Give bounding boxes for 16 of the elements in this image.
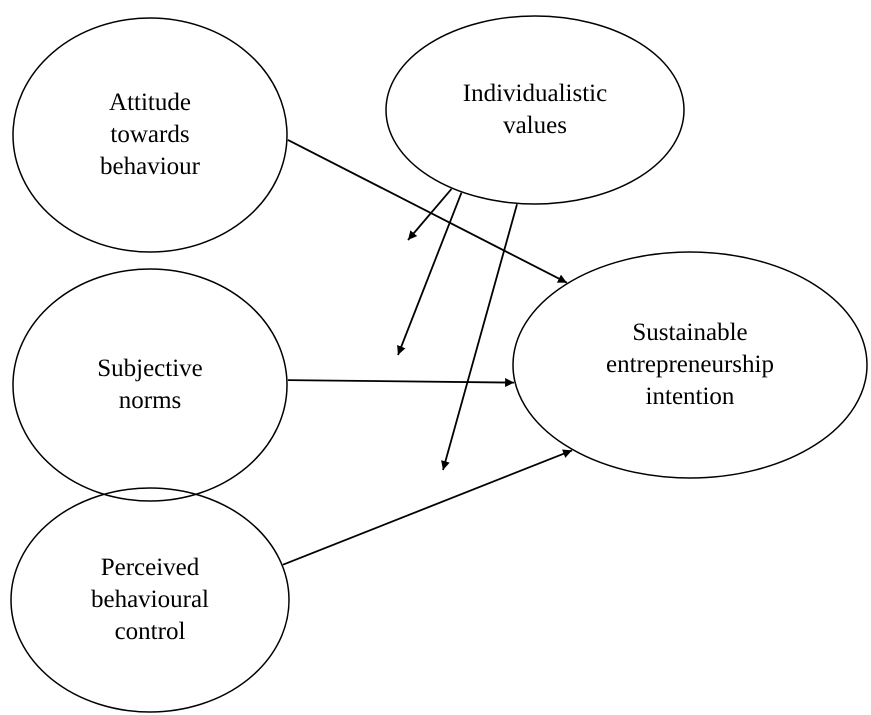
node-label: Sustainable entrepreneurship intention	[605, 318, 775, 412]
arrow	[288, 378, 514, 387]
ellipse-node	[12, 268, 288, 502]
node-label: Attitude towards behaviour	[99, 88, 201, 182]
ellipse-node	[385, 15, 685, 205]
node-label: Perceived behavioural control	[90, 553, 210, 647]
ellipse-node	[10, 487, 290, 713]
arrow	[397, 192, 462, 356]
ellipse-node	[512, 251, 868, 479]
ellipse-node	[12, 17, 288, 253]
node-label: Subjective norms	[96, 354, 204, 416]
arrow	[441, 204, 518, 470]
arrow	[407, 188, 452, 241]
node-label: Individualistic values	[462, 79, 608, 141]
arrow	[287, 139, 568, 284]
arrow	[282, 450, 572, 566]
